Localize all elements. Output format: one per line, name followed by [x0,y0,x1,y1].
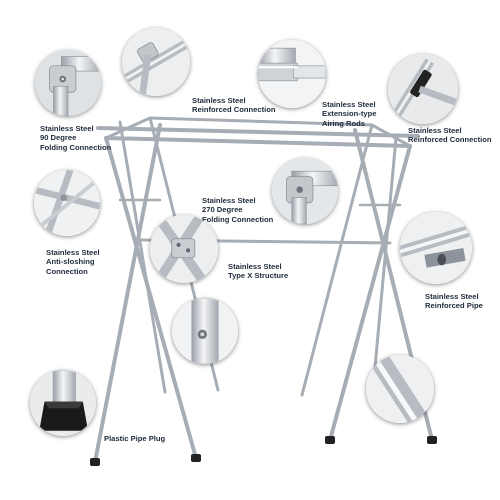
label-reinforced-pipe: Stainless Steel Reinforced Pipe [425,292,483,311]
callout-type-x-structure [150,215,218,283]
callout-90-degree-folding-connection [35,50,101,116]
callout-reinforced-connection-right [388,54,458,124]
label-extension-airing-rods: Stainless Steel Extension-type Airing Ro… [322,100,377,128]
clamp-icon [122,28,190,96]
callout-reinforced-pipe [400,212,472,284]
leg-left-2 [93,123,162,464]
telescopic-rod-icon [258,40,326,108]
pipe-icon [400,212,472,284]
x-joint-icon [150,215,218,283]
end-bar-right [370,123,412,148]
label-anti-sloshing-connection: Stainless Steel Anti-sloshing Connection [46,248,100,276]
callout-extension-airing-rods [258,40,326,108]
top-rail-rear [148,116,374,127]
top-rail-front [104,136,412,148]
callout-leg-detail [366,355,434,423]
leg-left-1 [104,136,198,460]
clamp-icon [388,54,458,124]
label-reinforced-connection-right: Stainless Steel Reinforced Connection [408,126,492,145]
elbow-joint-icon [35,50,101,116]
bolt-icon [172,298,238,364]
foot-plug-icon [30,370,96,436]
callout-reinforced-connection-top [122,28,190,96]
leg-right-3 [300,123,374,397]
callout-pin-detail [172,298,238,364]
leg-right-1 [328,144,412,442]
label-90-degree-folding-connection: Stainless Steel 90 Degree Folding Connec… [40,124,112,152]
label-type-x-structure: Stainless Steel Type X Structure [228,262,289,281]
callout-anti-sloshing-connection [34,170,100,236]
label-plastic-pipe-plug: Plastic Pipe Plug [104,434,166,443]
callout-plastic-pipe-plug [30,370,96,436]
callout-270-degree-folding-connection [272,158,338,224]
label-reinforced-connection-top: Stainless Steel Reinforced Connection [192,96,276,115]
leg-left-4 [118,120,167,394]
leg-tube-icon [366,355,434,423]
end-bar-left [104,116,152,140]
elbow-joint-icon [272,158,338,224]
cross-brace-icon [34,170,100,236]
